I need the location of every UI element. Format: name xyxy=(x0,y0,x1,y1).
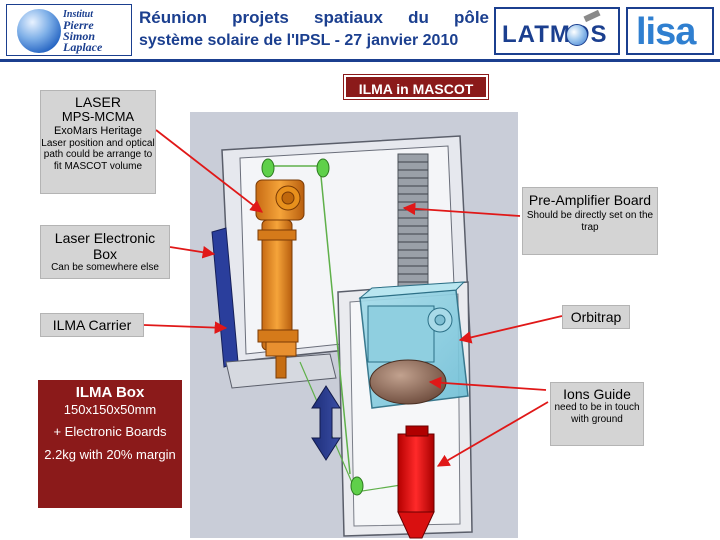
label-pre-amplifier-board-note: Should be directly set on the trap xyxy=(526,210,654,233)
label-laser-title: LASER xyxy=(75,94,121,110)
label-ions-guide-title: Ions Guide xyxy=(563,386,631,402)
label-ilma-carrier-title: ILMA Carrier xyxy=(52,317,132,333)
label-laser-electronic-box-note: Can be somewhere else xyxy=(51,262,159,274)
globe-icon xyxy=(17,9,61,53)
label-orbitrap-title: Orbitrap xyxy=(570,309,622,325)
diagram-title-tag: ILMA in MASCOT xyxy=(343,74,489,100)
label-ions-guide-note: need to be in touch with ground xyxy=(554,402,640,425)
slide-header: Institut Pierre Simon Laplace Réunion pr… xyxy=(0,0,720,62)
latmos-logo: LATMOS xyxy=(494,7,620,55)
ilma-box-summary: ILMA Box 150x150x50mm + Electronic Board… xyxy=(38,380,182,508)
logo-text-simon: Simon xyxy=(63,29,96,43)
label-laser-electronic-box: Laser Electronic Box Can be somewhere el… xyxy=(40,225,170,279)
slide-title-line2: système solaire de l'IPSL - 27 janvier 2… xyxy=(139,32,459,49)
label-laser: LASER MPS-MCMA ExoMars Heritage Laser po… xyxy=(40,90,156,194)
latmos-logo-text: LATMOS xyxy=(502,21,608,48)
label-pre-amplifier-board-title: Pre-Amplifier Board xyxy=(528,192,652,208)
slide-title-line1: Réunion projets spatiaux du pôle xyxy=(139,8,489,27)
lisa-logo: lisa xyxy=(626,7,714,55)
logo-text-pierre: Pierre xyxy=(63,18,94,32)
cad-illustration xyxy=(143,112,563,539)
label-ions-guide: Ions Guide need to be in touch with grou… xyxy=(550,382,644,446)
instrument-diagram: ILMA in MASCOT LASER MPS-MCMA ExoMars He… xyxy=(0,62,720,540)
planet-icon xyxy=(566,24,588,46)
label-laser-note: Laser position and optical path could be… xyxy=(41,137,155,172)
label-ilma-carrier: ILMA Carrier xyxy=(40,313,144,337)
ipsl-logo: Institut Pierre Simon Laplace xyxy=(6,4,132,56)
ilma-box-dimensions: 150x150x50mm xyxy=(63,402,157,417)
logo-text-institut: Institut xyxy=(63,9,94,20)
label-pre-amplifier-board: Pre-Amplifier Board Should be directly s… xyxy=(522,187,658,255)
label-laser-electronic-box-title: Laser Electronic Box xyxy=(54,230,156,263)
logo-text-laplace: Laplace xyxy=(63,40,103,54)
ilma-box-boards: + Electronic Boards xyxy=(53,423,167,439)
ilma-box-title: ILMA Box xyxy=(75,384,145,401)
lisa-logo-text: lisa xyxy=(636,11,696,53)
ilma-box-mass: 2.2kg with 20% margin xyxy=(44,447,176,463)
label-orbitrap: Orbitrap xyxy=(562,305,630,329)
label-laser-heritage: ExoMars Heritage xyxy=(53,125,143,138)
label-laser-subtitle: MPS-MCMA xyxy=(61,109,135,125)
